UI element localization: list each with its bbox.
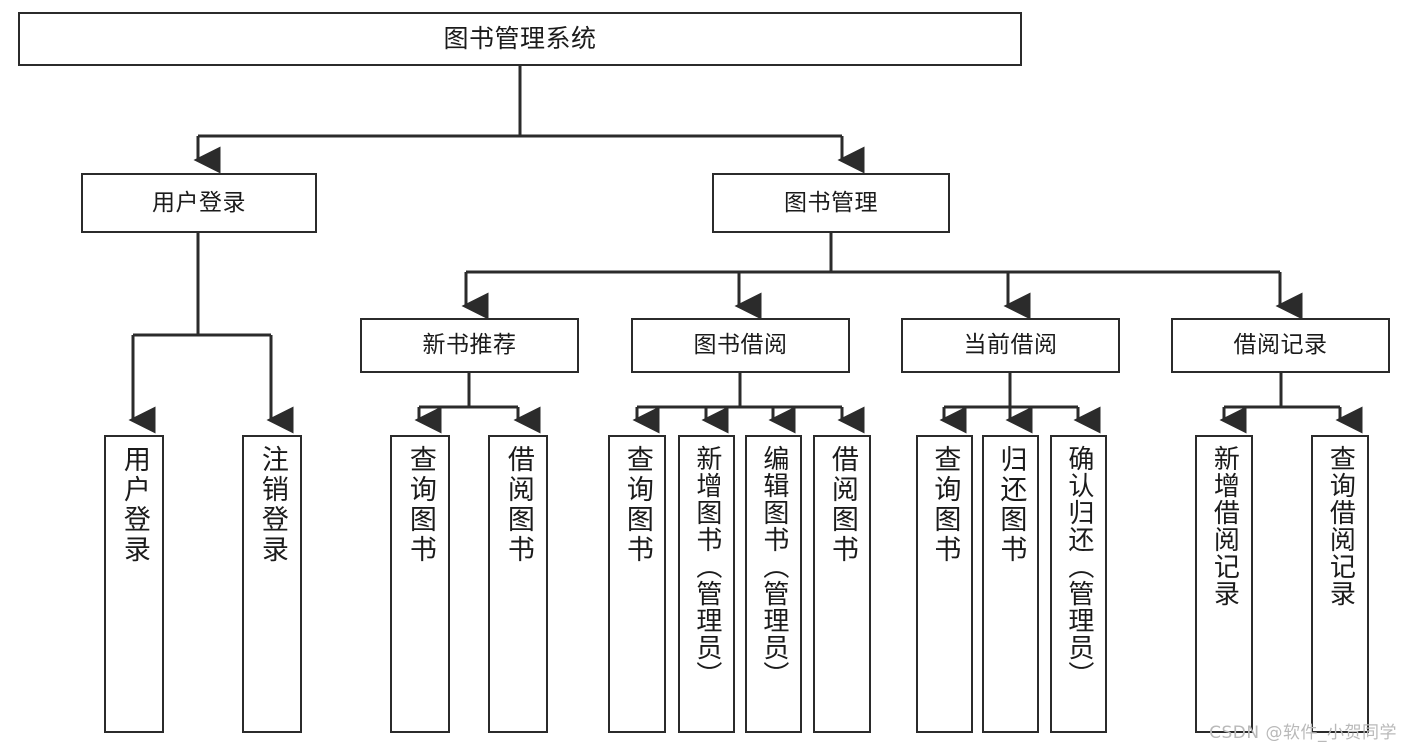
leaf-current-borrow-1[interactable]: 查询图书 <box>916 435 973 733</box>
node-book-borrow-label: 图书借阅 <box>693 332 788 359</box>
watermark-text: CSDN @软件_小贺同学 <box>1209 723 1397 743</box>
node-user-login[interactable]: 用户登录 <box>81 173 317 233</box>
leaf-borrow-record-1[interactable]: 新增借阅记录 <box>1195 435 1253 733</box>
leaf-book-borrow-3[interactable]: 编辑图书（管理员） <box>745 435 802 733</box>
leaf-new-book-rec-1[interactable]: 查询图书 <box>390 435 450 733</box>
node-new-book-rec-label: 新书推荐 <box>422 332 517 359</box>
leaf-user-login-1-label: 用户登录 <box>118 445 150 565</box>
leaf-new-book-rec-2-label: 借阅图书 <box>502 445 534 565</box>
node-book-manage-label: 图书管理 <box>784 189 878 216</box>
node-book-manage[interactable]: 图书管理 <box>712 173 950 233</box>
leaf-user-login-2-label: 注销登录 <box>256 445 288 565</box>
leaf-current-borrow-2[interactable]: 归还图书 <box>982 435 1039 733</box>
leaf-new-book-rec-1-label: 查询图书 <box>404 445 436 565</box>
leaf-book-borrow-1-label: 查询图书 <box>621 445 653 565</box>
leaf-book-borrow-1[interactable]: 查询图书 <box>608 435 666 733</box>
node-current-borrow[interactable]: 当前借阅 <box>901 318 1120 373</box>
leaf-borrow-record-2-label: 查询借阅记录 <box>1325 445 1356 607</box>
leaf-current-borrow-3-label: 确认归还（管理员） <box>1063 445 1094 688</box>
node-user-login-label: 用户登录 <box>152 189 246 216</box>
leaf-book-borrow-2[interactable]: 新增图书（管理员） <box>678 435 735 733</box>
leaf-borrow-record-2[interactable]: 查询借阅记录 <box>1311 435 1369 733</box>
node-current-borrow-label: 当前借阅 <box>963 332 1058 359</box>
node-borrow-record[interactable]: 借阅记录 <box>1171 318 1390 373</box>
leaf-book-borrow-4[interactable]: 借阅图书 <box>813 435 871 733</box>
leaf-book-borrow-4-label: 借阅图书 <box>826 445 858 565</box>
leaf-user-login-1[interactable]: 用户登录 <box>104 435 164 733</box>
leaf-current-borrow-2-label: 归还图书 <box>995 445 1027 565</box>
leaf-current-borrow-3[interactable]: 确认归还（管理员） <box>1050 435 1107 733</box>
leaf-book-borrow-3-label: 编辑图书（管理员） <box>758 445 789 688</box>
node-borrow-record-label: 借阅记录 <box>1233 332 1328 359</box>
node-new-book-rec[interactable]: 新书推荐 <box>360 318 579 373</box>
leaf-current-borrow-1-label: 查询图书 <box>929 445 961 565</box>
leaf-new-book-rec-2[interactable]: 借阅图书 <box>488 435 548 733</box>
leaf-book-borrow-2-label: 新增图书（管理员） <box>691 445 722 688</box>
node-root-label: 图书管理系统 <box>443 23 597 53</box>
node-root[interactable]: 图书管理系统 <box>18 12 1022 66</box>
leaf-user-login-2[interactable]: 注销登录 <box>242 435 302 733</box>
node-book-borrow[interactable]: 图书借阅 <box>631 318 850 373</box>
leaf-borrow-record-1-label: 新增借阅记录 <box>1209 445 1240 607</box>
